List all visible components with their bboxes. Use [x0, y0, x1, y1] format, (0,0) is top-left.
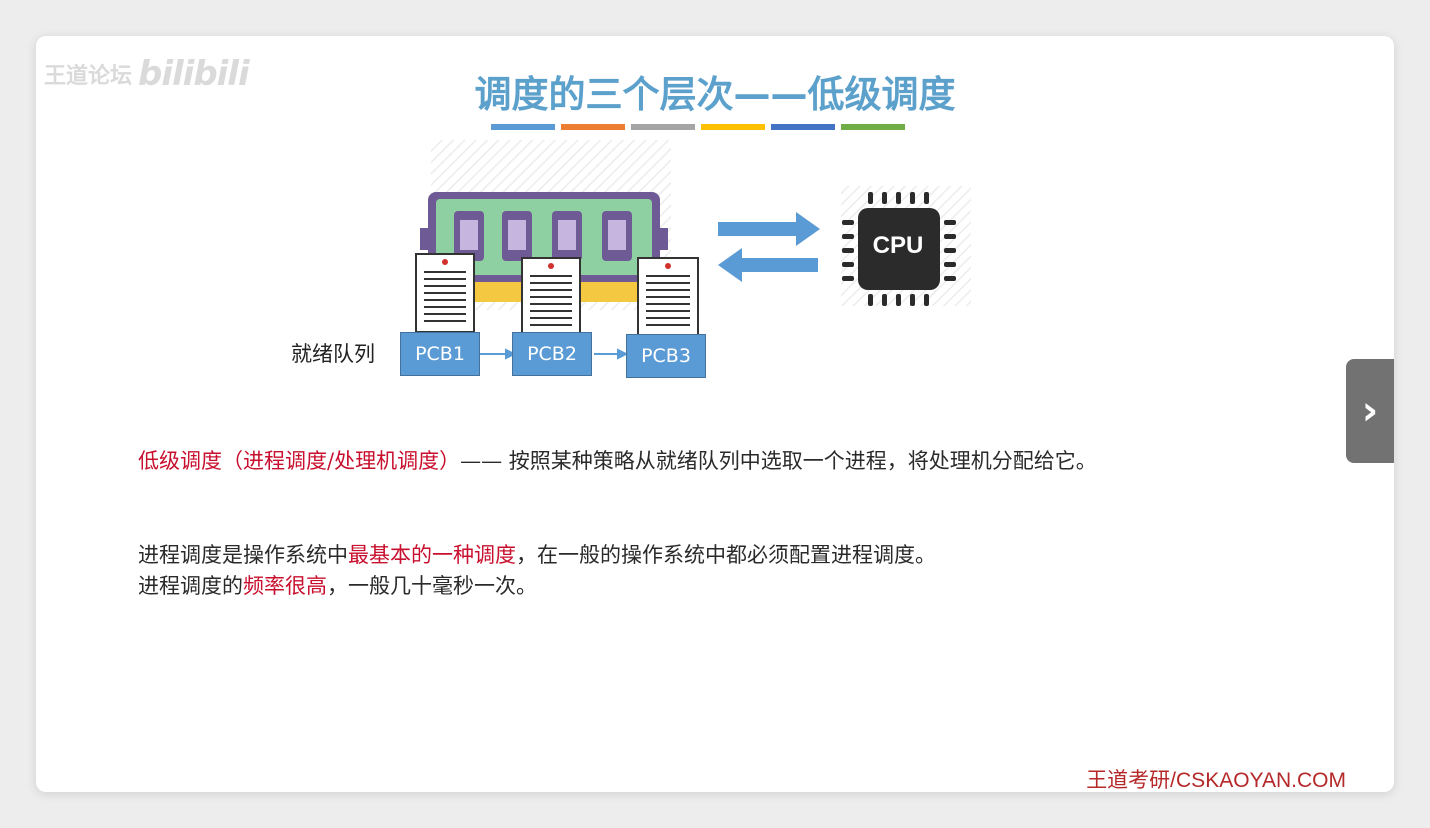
highlight-text: 频率很高	[243, 574, 327, 598]
text-segment: ，在一般的操作系统中都必须配置进程调度。	[516, 543, 936, 567]
slide: 王道论坛 bilibili 调度的三个层次——低级调度	[36, 36, 1394, 792]
definition-text: —— 按照某种策略从就绪队列中选取一个进程，将处理机分配给它。	[460, 449, 1097, 473]
footer-brand: 王道考研/CSKAOYAN.COM	[1086, 769, 1346, 792]
queue-arrows	[480, 348, 629, 360]
text-segment: ，一般几十毫秒一次。	[327, 574, 537, 598]
arrow-left-icon	[718, 248, 818, 282]
document-icon	[637, 257, 699, 339]
definition-paragraph: 低级调度（进程调度/处理机调度）—— 按照某种策略从就绪队列中选取一个进程，将处…	[138, 446, 1248, 477]
pcb-box-2: PCB2	[512, 332, 592, 376]
ready-queue-label: 就绪队列	[291, 342, 375, 366]
arrow-right-icon	[718, 212, 820, 246]
bilibili-logo: bilibili	[138, 54, 250, 94]
importance-paragraph: 进程调度是操作系统中最基本的一种调度，在一般的操作系统中都必须配置进程调度。	[138, 540, 1248, 571]
color-segment	[561, 124, 625, 130]
cpu-chip-icon	[842, 192, 956, 306]
text-segment: 进程调度的	[138, 574, 243, 598]
scheduling-diagram	[415, 140, 971, 360]
text-segment: 进程调度是操作系统中	[138, 543, 348, 567]
highlight-text: 最基本的一种调度	[348, 543, 516, 567]
chevron-right-icon: ›	[1361, 388, 1379, 434]
color-segment	[491, 124, 555, 130]
cpu-label: CPU	[872, 232, 924, 259]
color-segment	[771, 124, 835, 130]
watermark-brand: 王道论坛	[44, 64, 133, 89]
memory-module-icon	[420, 192, 668, 302]
slide-title: 调度的三个层次——低级调度	[474, 73, 956, 116]
pcb-box-1: PCB1	[400, 332, 480, 376]
pcb-box-3: PCB3	[626, 334, 706, 378]
watermark: 王道论坛 bilibili	[44, 54, 250, 94]
color-segment	[631, 124, 695, 130]
document-icon	[415, 253, 475, 333]
color-segment	[841, 124, 905, 130]
frequency-paragraph: 进程调度的频率很高，一般几十毫秒一次。	[138, 571, 1248, 602]
term-low-level-scheduling: 低级调度（进程调度/处理机调度）	[138, 449, 461, 473]
title-color-bar	[491, 124, 905, 130]
color-segment	[701, 124, 765, 130]
next-slide-button[interactable]: ›	[1346, 359, 1394, 463]
document-icon	[521, 257, 581, 339]
